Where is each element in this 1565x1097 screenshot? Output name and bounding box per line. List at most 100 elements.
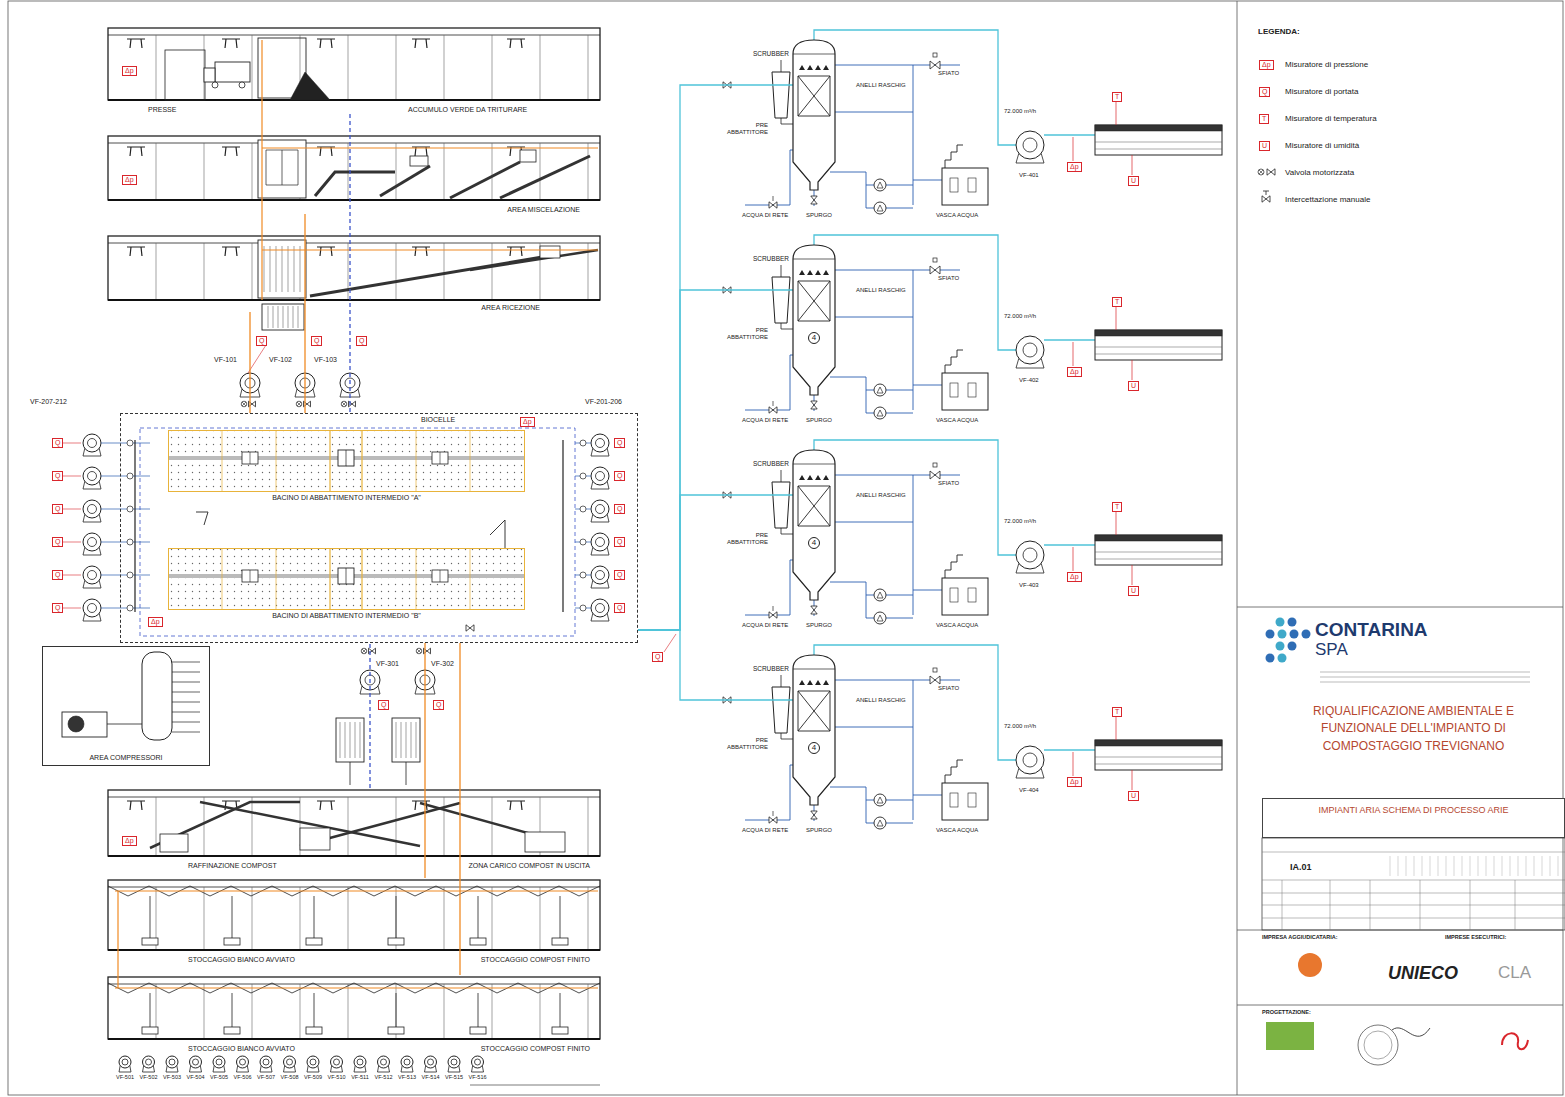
bay-division [276, 548, 277, 610]
node-label: STOCCAGGIO COMPOST FINITO [481, 1045, 590, 1053]
equipment-label: SFIATO [938, 275, 959, 282]
table-rule [1420, 880, 1421, 930]
biofilter [1095, 330, 1222, 360]
storage-bay [165, 50, 205, 100]
pump-casing [874, 794, 886, 806]
building-column [156, 797, 157, 856]
screen-machine [258, 240, 306, 298]
equipment-label: ANELLI RASCHIG [856, 82, 906, 89]
valve-symbol [930, 676, 940, 684]
damper-symbol [580, 506, 586, 512]
prescrubber-outlet [781, 118, 793, 124]
leader-line [664, 634, 676, 652]
prescrubber-stem [781, 265, 782, 277]
roof-fan-symbol [507, 247, 525, 256]
instrument-tag: Q [614, 504, 625, 514]
pump-casing [874, 202, 886, 214]
spray-nozzle [815, 65, 821, 70]
feed-hopper [540, 246, 560, 258]
valve-symbol [769, 202, 777, 208]
filter-bag [278, 306, 279, 328]
revision-grid [1406, 856, 1407, 876]
bay-division [222, 430, 223, 492]
fan-impeller [596, 604, 605, 613]
equipment-label: UNIECO [1388, 963, 1458, 984]
building-column [492, 35, 493, 100]
equipment-label: VF-512 [373, 1074, 395, 1080]
blower-symbol [242, 570, 258, 582]
air-duct [117, 891, 118, 988]
spray-nozzle [823, 65, 829, 70]
extraction-hood [142, 1027, 158, 1034]
water-pipe [830, 377, 874, 413]
actuator [773, 606, 774, 611]
equipment-label: CLA [1498, 963, 1531, 983]
scrubber-vessel [793, 655, 835, 805]
water-pipe [745, 150, 793, 205]
water-pipe [835, 112, 913, 113]
manifold [562, 440, 563, 612]
instrument-tag: Q [614, 537, 625, 547]
pump-casing [874, 407, 886, 419]
instrument-tag: Q [614, 570, 625, 580]
prescrubber-vessel [772, 72, 790, 118]
fan-impeller [310, 1059, 316, 1065]
node-label: STOCCAGGIO BIANCO AVVIATO [188, 956, 295, 964]
building-column [540, 35, 541, 100]
node-label: BACINO DI ABBATTIMENTO INTERMEDIO "A" [169, 494, 524, 502]
extraction-hood [388, 938, 404, 945]
roof-beam [108, 35, 600, 36]
building-column [492, 984, 493, 1039]
conveyor-belt [500, 156, 590, 198]
biofilter-media [1095, 125, 1222, 131]
instrument-tag: Q [52, 537, 63, 547]
building-column [252, 35, 253, 100]
valve-symbol [930, 471, 940, 479]
air-duct [814, 440, 1016, 555]
contractor-emblem [1298, 953, 1322, 977]
equipment-label: SPURGO [806, 417, 832, 424]
revision-grid [1422, 856, 1423, 876]
valve-symbol [769, 817, 777, 823]
building-column [396, 35, 397, 100]
designer-logo [1502, 1033, 1528, 1049]
extraction-hood [470, 1027, 486, 1034]
air-duct [1044, 134, 1095, 135]
motor-cross [297, 402, 301, 406]
stair [945, 760, 963, 783]
scrubber-vessel [793, 450, 835, 600]
biocell-basin: BACINO DI ABBATTIMENTO INTERMEDIO "B" [168, 548, 525, 610]
bay-division [470, 548, 471, 610]
table-rule [1262, 880, 1565, 881]
valve-symbol [930, 266, 940, 274]
bay-division [416, 548, 417, 610]
revision-grid [1542, 856, 1543, 876]
water-pipe [913, 590, 942, 591]
equipment-label: VF-504 [185, 1074, 207, 1080]
fine-print [1320, 677, 1530, 678]
instrument-tag: Δp [122, 836, 137, 846]
packing-bed [798, 691, 830, 731]
equipment-label: VF-403 [1019, 582, 1039, 589]
drop-duct [560, 993, 561, 1027]
damper-symbol [580, 473, 586, 479]
drain-symbol [490, 520, 505, 548]
valve-symbol [811, 606, 817, 614]
building-column [396, 243, 397, 300]
building-column [492, 887, 493, 950]
revision-grid [1414, 856, 1415, 876]
building-column [252, 243, 253, 300]
fan-impeller [596, 439, 605, 448]
callout-number: 4 [808, 332, 820, 344]
vessel-shell [793, 655, 835, 805]
motor-symbol [241, 401, 247, 407]
roof-fan-symbol [317, 801, 335, 810]
equipment-label: VF-102 [269, 356, 292, 364]
equipment-label: PRE ABBATTITORE [722, 737, 768, 751]
spray-nozzle [815, 270, 821, 275]
table-rule [1330, 880, 1331, 930]
equipment-label: ACQUA DI RETE [742, 212, 788, 219]
prescrubber-outlet [781, 323, 793, 329]
filter-bag [273, 306, 274, 328]
equipment-label: VF-511 [349, 1074, 371, 1080]
